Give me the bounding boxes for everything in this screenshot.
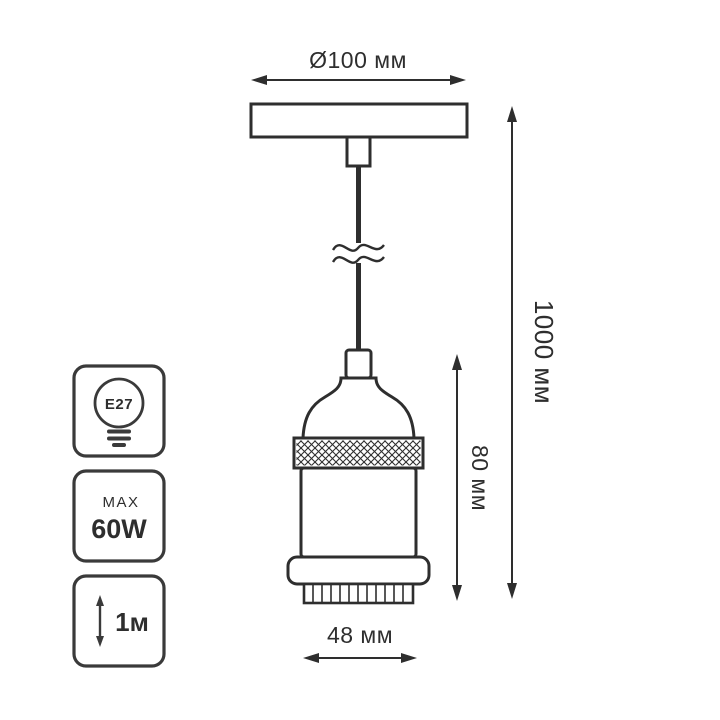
socket-body xyxy=(299,466,418,559)
arrow-up-icon xyxy=(452,354,462,370)
cable-length-label: 1м xyxy=(115,607,149,637)
socket-neck xyxy=(344,348,373,380)
badge-socket-type: E27 xyxy=(72,364,166,458)
dimension-socket-diameter: 48 мм xyxy=(303,622,417,663)
socket-height-label: 80 мм xyxy=(467,445,493,511)
cable-gland xyxy=(345,135,372,168)
knurl-texture xyxy=(296,440,421,466)
arrow-right-icon xyxy=(401,653,417,663)
plate-diameter-label: Ø100 мм xyxy=(309,47,407,73)
socket-diameter-label: 48 мм xyxy=(327,622,393,648)
badge-frame xyxy=(72,364,166,458)
socket-cap xyxy=(301,376,416,440)
total-length-label: 1000 мм xyxy=(529,300,559,404)
lamp-socket xyxy=(286,348,431,605)
badge-frame xyxy=(72,469,166,563)
updown-arrow-icon xyxy=(96,595,104,647)
badge-frame xyxy=(72,574,166,668)
badge-max-power: MAX 60W xyxy=(72,469,166,563)
arrow-up-icon xyxy=(507,106,517,122)
max-label: MAX xyxy=(102,494,139,511)
cable-break-lower xyxy=(331,255,385,264)
badge-cable-length: 1м xyxy=(72,574,166,668)
thread-lines xyxy=(312,584,404,603)
arrow-left-icon xyxy=(303,653,319,663)
arrow-left-icon xyxy=(251,75,267,85)
arrow-right-icon xyxy=(450,75,466,85)
socket-type-label: E27 xyxy=(105,396,133,413)
dimension-socket-height: 80 мм xyxy=(452,354,493,601)
socket-flange xyxy=(286,555,431,586)
arrow-down-icon xyxy=(452,585,462,601)
arrow-down-icon xyxy=(507,583,517,599)
ceiling-plate xyxy=(249,102,469,139)
max-power-label: 60W xyxy=(91,514,147,544)
bulb-icon xyxy=(93,377,145,429)
cable-break-upper xyxy=(331,243,385,252)
dimension-total-length: 1000 мм xyxy=(507,106,559,599)
dimension-plate-diameter: Ø100 мм xyxy=(251,47,466,85)
